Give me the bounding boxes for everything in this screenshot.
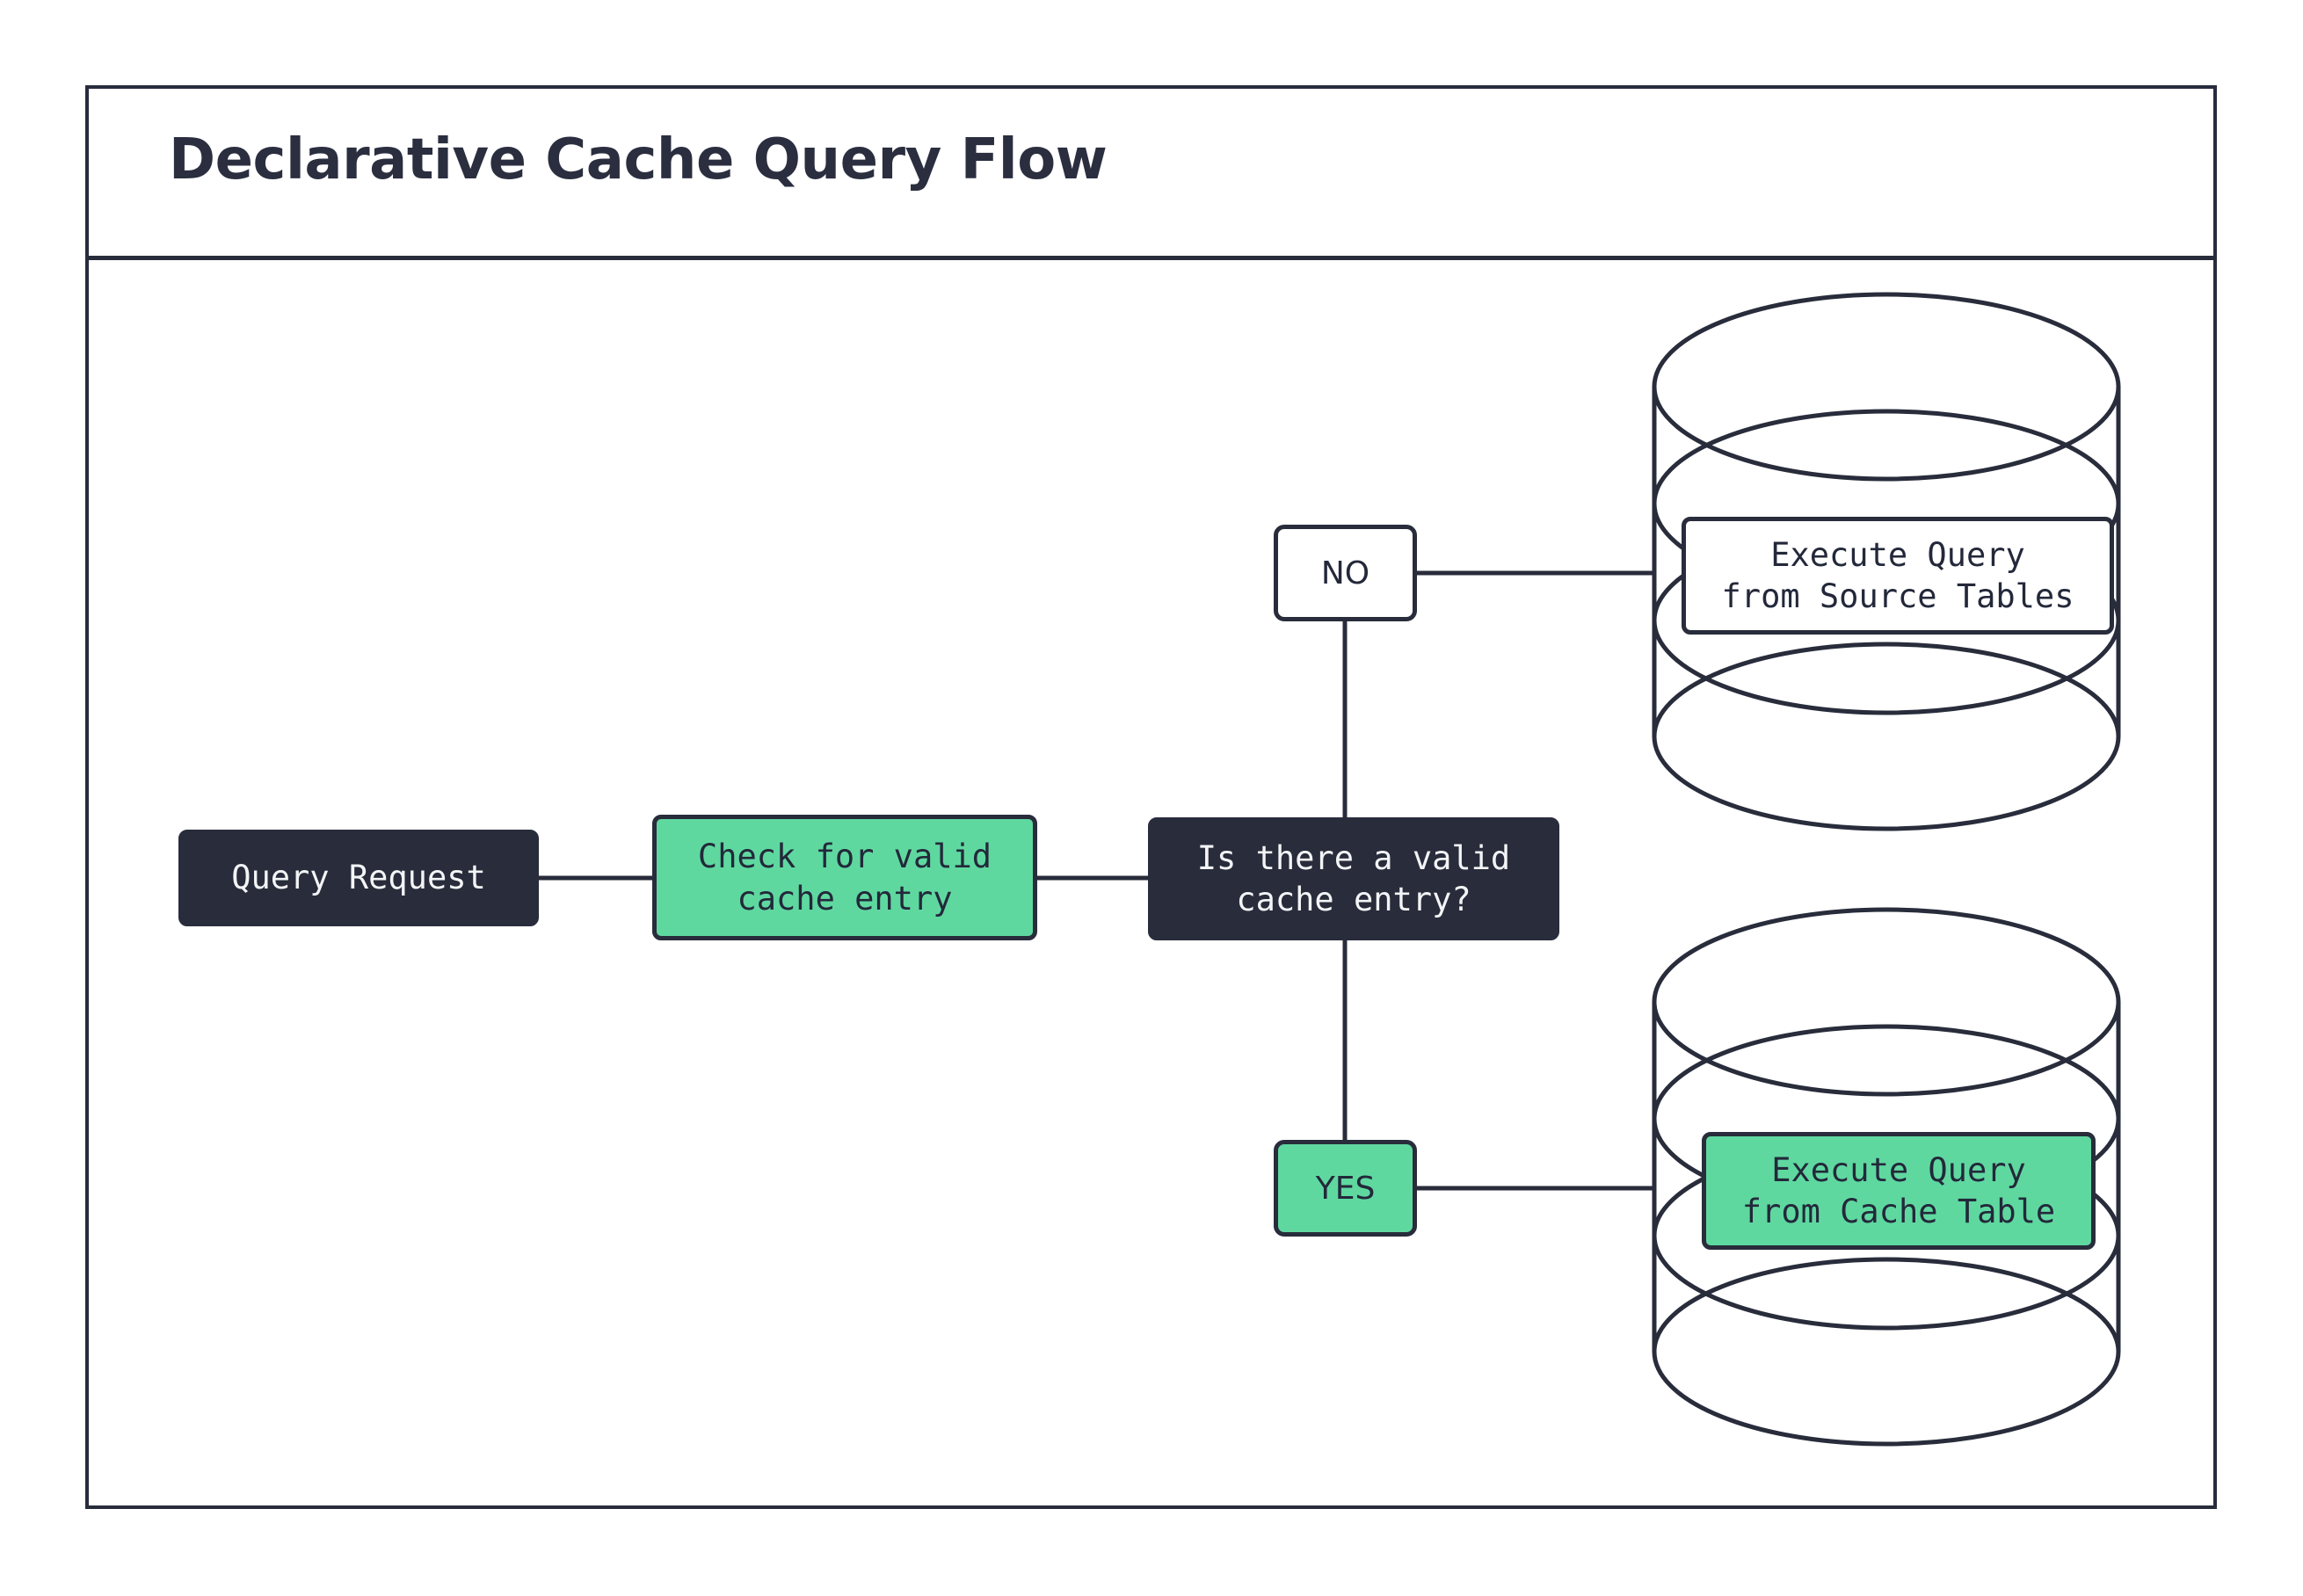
branch-label-yes[interactable]: YES [1274,1140,1417,1237]
node-execute-query-from-source-tables[interactable]: Execute Query from Source Tables [1682,517,2114,635]
node-decision-valid-cache-entry[interactable]: Is there a valid cache entry? [1148,817,1559,940]
title-bar: Declarative Cache Query Flow [85,85,2217,260]
node-execute-query-from-cache-table[interactable]: Execute Query from Cache Table [1702,1132,2096,1250]
page-title: Declarative Cache Query Flow [169,127,1108,192]
diagram-frame [85,85,2217,1509]
node-check-for-valid-cache-entry[interactable]: Check for valid cache entry [652,815,1037,940]
node-query-request[interactable]: Query Request [178,830,539,926]
branch-label-no[interactable]: NO [1274,525,1417,621]
